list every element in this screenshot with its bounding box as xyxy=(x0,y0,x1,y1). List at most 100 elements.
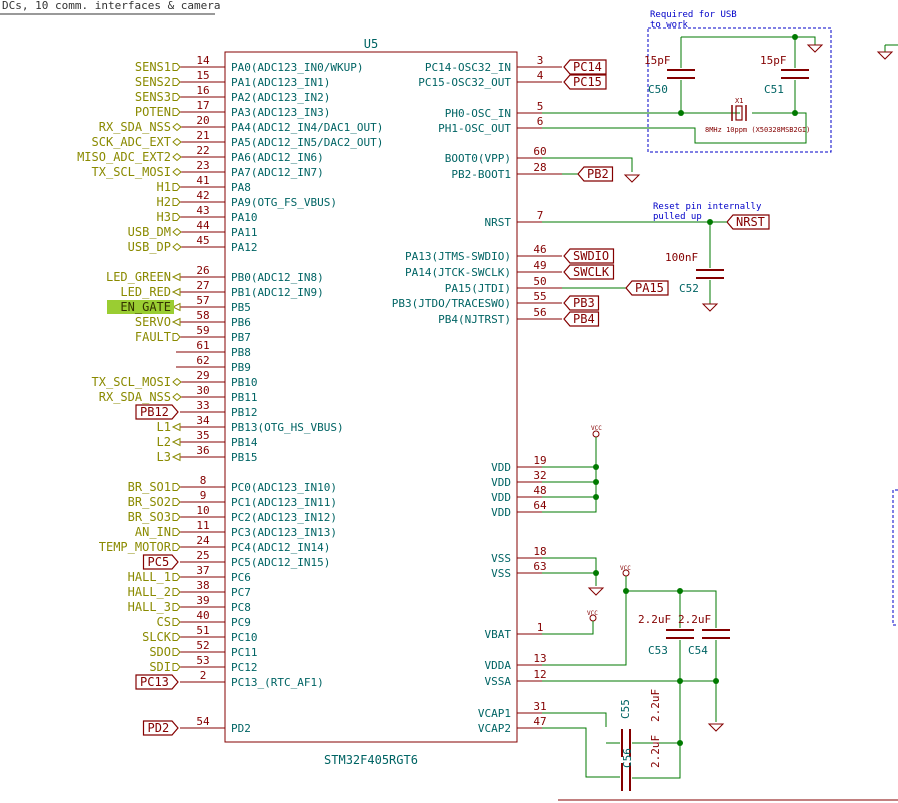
pin-number: 37 xyxy=(196,564,209,577)
global-label-text: NRST xyxy=(736,215,765,229)
pin-name: PC12 xyxy=(231,661,258,674)
crystal-wires xyxy=(542,36,816,144)
pin-number: 16 xyxy=(196,84,209,97)
pin-number: 21 xyxy=(196,129,209,142)
hier-label-shape xyxy=(172,528,181,536)
pin-name: VDD xyxy=(491,476,511,489)
pin-number: 13 xyxy=(533,652,546,665)
net-label: HALL_2 xyxy=(128,585,171,599)
net-label: SLCK xyxy=(142,630,172,644)
pin-number: 45 xyxy=(196,234,209,247)
net-label: RX_SDA_NSS xyxy=(99,120,171,134)
pin-number: 15 xyxy=(196,69,209,82)
net-label: LED_RED xyxy=(120,285,171,299)
net-label: BR_SO3 xyxy=(128,510,171,524)
pin-number: 8 xyxy=(200,474,207,487)
c55-value: 2.2uF xyxy=(649,689,662,722)
pin-number: 62 xyxy=(196,354,209,367)
net-label: AN_IN xyxy=(135,525,171,539)
pin-number: 52 xyxy=(196,639,209,652)
pin-number: 39 xyxy=(196,594,209,607)
pin-name: PA0(ADC123_IN0/WKUP) xyxy=(231,61,363,74)
hier-label-shape xyxy=(172,603,181,611)
ground-symbol xyxy=(806,44,824,53)
hier-label-shape xyxy=(172,213,181,221)
c53-ref: C53 xyxy=(648,644,668,657)
pin-number: 23 xyxy=(196,159,209,172)
pin-name: PB3(JTDO/TRACESWO) xyxy=(392,297,511,310)
pin-name: PA7(ADC12_IN7) xyxy=(231,166,324,179)
chip-value: STM32F405RGT6 xyxy=(324,753,418,767)
pin-name: PA9(OTG_FS_VBUS) xyxy=(231,196,337,209)
pin-name: PC9 xyxy=(231,616,251,629)
pin-number: 51 xyxy=(196,624,209,637)
hier-label-shape xyxy=(172,167,182,177)
hier-label-shape xyxy=(172,498,181,506)
pin-name: VCAP1 xyxy=(478,707,511,720)
c50-ref: C50 xyxy=(648,83,668,96)
hier-label-shape xyxy=(171,317,181,327)
vcc-label: VCC xyxy=(591,425,602,432)
pin-number: 22 xyxy=(196,144,209,157)
pin-number: 43 xyxy=(196,204,209,217)
pin-number: 25 xyxy=(196,549,209,562)
hier-label-shape xyxy=(172,573,181,581)
chip-body xyxy=(224,51,518,743)
net-label: SDI xyxy=(149,660,171,674)
ground-symbol-edge xyxy=(876,44,898,60)
pin-number: 54 xyxy=(196,715,210,728)
pin-number: 40 xyxy=(196,609,209,622)
reset-note-line2: pulled up xyxy=(653,212,702,222)
net-label: CS xyxy=(157,615,171,629)
pin-number: 3 xyxy=(537,54,544,67)
pin-name: BOOT0(VPP) xyxy=(445,152,511,165)
pin-number: 29 xyxy=(196,369,209,382)
global-label-box xyxy=(563,74,607,90)
pin-name: PB8 xyxy=(231,346,251,359)
hier-label-shape xyxy=(172,618,181,626)
pin-name: PC14-OSC32_IN xyxy=(425,61,511,74)
c53-value: 2.2uF xyxy=(638,613,671,626)
net-label: BR_SO1 xyxy=(128,480,171,494)
hier-label-shape xyxy=(172,648,181,656)
pin-name: VDD xyxy=(491,506,511,519)
pin-name: PC1(ADC123_IN11) xyxy=(231,496,337,509)
usb-note-line1: Required for USB xyxy=(650,10,737,20)
net-label: SENS2 xyxy=(135,75,171,89)
ground-symbol xyxy=(701,303,719,312)
hier-label-shape xyxy=(172,483,181,491)
x1-value: 8MHz 10ppm (X50328MSB2GI) xyxy=(705,126,810,134)
net-label: SDO xyxy=(149,645,171,659)
net-label: USB_DP xyxy=(128,240,171,254)
pin-name: PC6 xyxy=(231,571,251,584)
pin-name: PB15 xyxy=(231,451,258,464)
vbat-wire xyxy=(542,621,594,635)
junction xyxy=(792,110,798,116)
hier-label-shape xyxy=(172,588,181,596)
global-label-box xyxy=(563,264,615,280)
pin-number: 19 xyxy=(533,454,546,467)
pin-name: VSSA xyxy=(485,675,512,688)
vss-wire xyxy=(542,557,597,572)
pin-number: 49 xyxy=(533,259,546,272)
pin-number: 46 xyxy=(533,243,546,256)
pin-name: PA13(JTMS-SWDIO) xyxy=(405,250,511,263)
hier-label-shape xyxy=(172,242,182,252)
hier-label-shape xyxy=(172,227,182,237)
net-label: HALL_1 xyxy=(128,570,171,584)
pin-name: PB2-BOOT1 xyxy=(451,168,511,181)
pin-number: 33 xyxy=(196,399,209,412)
vcap2-wire xyxy=(542,727,620,778)
pin-name: VDDA xyxy=(485,659,512,672)
